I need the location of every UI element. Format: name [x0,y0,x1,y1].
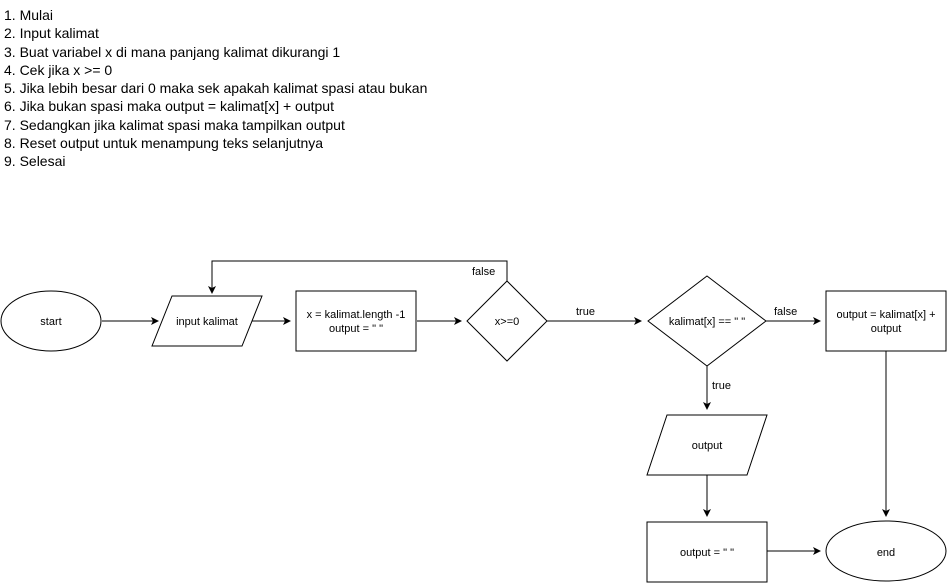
condition-space-label: kalimat[x] == " " [669,316,745,328]
step-8: 8. Reset output untuk menampung teks sel… [4,135,324,152]
step-6: 6. Jika bukan spasi maka output = kalima… [4,98,334,115]
start-label: start [40,316,61,328]
x-true-label: true [576,306,595,318]
step-7: 7. Sedangkan jika kalimat spasi maka tam… [4,116,345,133]
end-terminal [825,520,947,582]
edge-loop-false [208,260,508,294]
step-4: 4. Cek jika x >= 0 [4,61,113,78]
concat-label-line1: output = kalimat[x] + [836,309,935,321]
step-5: 5. Jika lebih besar dari 0 maka sek apak… [4,80,428,97]
space-false-label: false [774,306,797,318]
algorithm-steps: 1. Mulai 2. Input kalimat 3. Buat variab… [4,6,427,171]
start-terminal [0,290,102,352]
step-3: 3. Buat variabel x di mana panjang kalim… [4,43,341,60]
output-label: output [692,440,723,452]
init-label-line2: output = " " [329,323,383,335]
step-9: 9. Selesai [4,153,66,170]
input-kalimat-parallelogram [151,295,263,347]
end-label: end [877,547,895,559]
condition-x-diamond [466,280,548,362]
output-parallelogram [646,414,768,476]
concat-label-line2: output [871,323,902,335]
reset-label: output = " " [680,547,734,559]
step-1: 1. Mulai [4,7,54,23]
space-true-label: true [712,380,731,392]
concat-process-box [825,290,947,352]
reset-process-box [646,521,768,583]
loop-false-label: false [472,266,495,278]
init-process-box [295,290,417,352]
condition-x-label: x>=0 [495,316,519,328]
input-label: input kalimat [176,316,238,328]
init-label-line1: x = kalimat.length -1 [307,309,406,321]
condition-space-diamond [647,275,767,367]
step-2: 2. Input kalimat [4,25,99,42]
